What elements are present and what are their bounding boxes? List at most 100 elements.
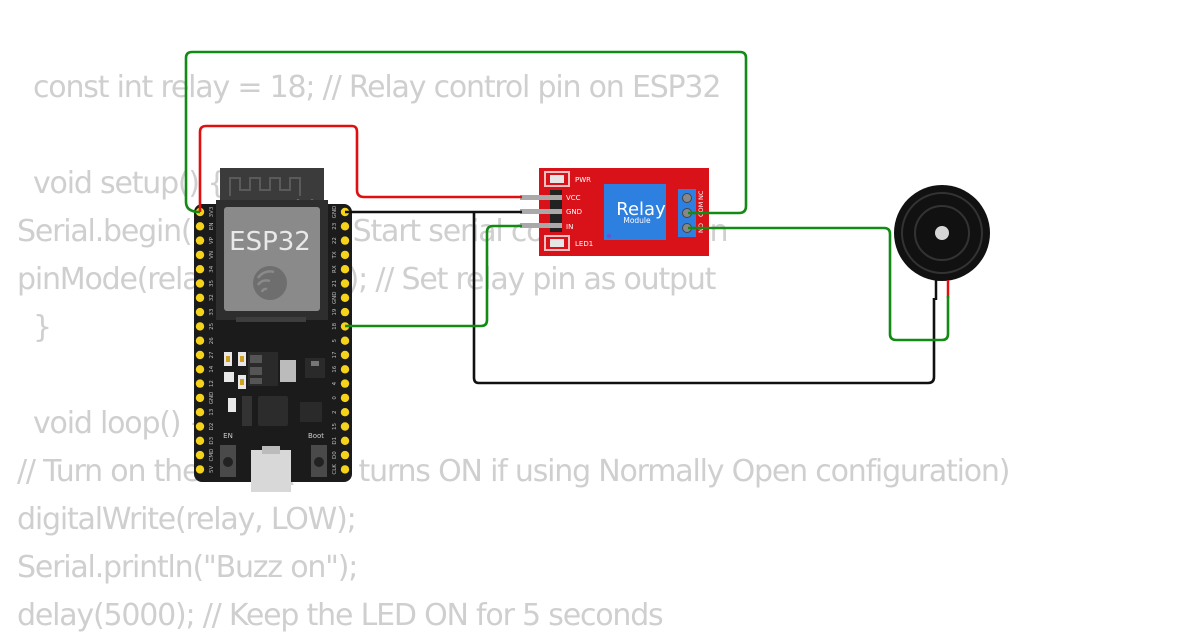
nc-label: NC xyxy=(697,190,705,200)
pin-26[interactable] xyxy=(195,336,205,345)
pin-4[interactable] xyxy=(340,379,350,388)
en-label: EN xyxy=(223,432,233,440)
pin-label: VN xyxy=(209,251,215,259)
esp32-label: ESP32 xyxy=(229,227,311,257)
en-button-cap[interactable] xyxy=(223,457,233,467)
pin-label: GND xyxy=(332,291,338,304)
pin-label: 13 xyxy=(209,408,215,415)
code-line: } xyxy=(33,310,52,345)
pin-d0[interactable] xyxy=(340,450,350,460)
code-line: Serial.println("Buzz on"); xyxy=(17,550,358,585)
pin-vn[interactable] xyxy=(195,250,205,260)
esp32-shield xyxy=(224,207,320,311)
com-label: COM xyxy=(697,202,705,217)
pin-label: 32 xyxy=(209,294,215,301)
pin-label: 22 xyxy=(332,237,338,244)
pin-en[interactable] xyxy=(195,222,205,231)
in-pin[interactable] xyxy=(520,223,562,228)
pin-label: 4 xyxy=(332,381,338,385)
pin-label: TX xyxy=(332,251,338,259)
boot-button-cap[interactable] xyxy=(314,457,324,467)
pin-35[interactable] xyxy=(195,279,205,288)
pin-14[interactable] xyxy=(195,365,205,374)
pin-5[interactable] xyxy=(340,336,350,345)
pin-33[interactable] xyxy=(195,307,205,317)
pin-clk[interactable] xyxy=(340,465,350,474)
pin-d2[interactable] xyxy=(195,422,205,431)
relay-dot xyxy=(607,234,611,238)
pin-vp[interactable] xyxy=(195,236,205,245)
pin-label: 23 xyxy=(332,222,338,229)
pin-25[interactable] xyxy=(195,322,205,331)
pin-d1[interactable] xyxy=(340,436,350,445)
pin-23[interactable] xyxy=(340,222,350,231)
pin-label: 35 xyxy=(209,280,215,287)
pin-label: 34 xyxy=(209,265,215,272)
pin-5v[interactable] xyxy=(195,465,205,474)
code-line: digitalWrite(relay, LOW); xyxy=(17,502,357,537)
pin-label: 5 xyxy=(332,338,338,342)
esp32-board[interactable]: ESP32 EN Boot xyxy=(194,168,352,492)
vcc-label: VCC xyxy=(566,194,581,202)
wire-vcc[interactable] xyxy=(198,124,522,212)
pin-label: 25 xyxy=(209,322,215,329)
code-line: const int relay = 18; // Relay control p… xyxy=(33,70,721,105)
pin-2[interactable] xyxy=(340,408,350,417)
pin-32[interactable] xyxy=(195,293,205,302)
pin-16[interactable] xyxy=(340,365,350,374)
pin-label: 21 xyxy=(332,280,338,287)
pin-12[interactable] xyxy=(195,379,205,388)
pin-gnd[interactable] xyxy=(195,393,205,403)
pin-15[interactable] xyxy=(340,422,350,431)
wire-3v3-to-com[interactable] xyxy=(184,50,748,215)
pin-label: VP xyxy=(209,236,215,244)
gnd-label: GND xyxy=(566,208,582,216)
pin-label: 14 xyxy=(209,365,215,372)
relay-block xyxy=(604,184,666,240)
pin-cmd[interactable] xyxy=(195,450,205,460)
gnd-pin[interactable] xyxy=(520,209,562,214)
led1 xyxy=(550,239,564,247)
wire-gnd-to-buzzer[interactable] xyxy=(472,212,936,385)
pin-label: 17 xyxy=(332,351,338,358)
led1-label: LED1 xyxy=(575,240,593,248)
pwr-led-outline xyxy=(544,171,570,187)
usb-port xyxy=(251,450,291,492)
pin-label: D1 xyxy=(332,437,338,445)
pin-label: 18 xyxy=(332,322,338,329)
pin-label: CMD xyxy=(209,449,215,462)
antenna-trace-icon xyxy=(229,177,301,196)
pin-0[interactable] xyxy=(340,393,350,403)
terminal-nc[interactable] xyxy=(682,193,692,203)
module-castellations xyxy=(236,317,306,322)
pin-label: D2 xyxy=(209,423,215,431)
pin-21[interactable] xyxy=(340,279,350,288)
pin-27[interactable] xyxy=(195,350,205,360)
wire-gpio18-to-in[interactable] xyxy=(345,224,522,328)
pwr-led xyxy=(550,175,564,183)
pin-rx[interactable] xyxy=(340,265,350,274)
usb-connector-pins xyxy=(262,446,280,454)
relay-module[interactable]: PWR LED1 VCC GND IN Relay Module NC COM … xyxy=(520,168,709,256)
pin-34[interactable] xyxy=(195,265,205,274)
esp32-components xyxy=(224,352,325,426)
pin-d3[interactable] xyxy=(195,436,205,445)
pin-17[interactable] xyxy=(340,350,350,360)
relay-subtitle: Module xyxy=(623,216,651,225)
pin-label: D0 xyxy=(332,451,338,459)
pin-13[interactable] xyxy=(195,408,205,417)
espressif-logo-icon xyxy=(253,266,287,300)
pin-label: 3V3 xyxy=(209,206,215,217)
wire-no-to-buzzer[interactable] xyxy=(688,226,950,342)
vcc-pin[interactable] xyxy=(520,195,562,200)
buzzer-ring xyxy=(914,205,970,261)
pin-gnd[interactable] xyxy=(340,293,350,302)
buzzer[interactable] xyxy=(894,185,990,300)
pin-tx[interactable] xyxy=(340,250,350,260)
pin-19[interactable] xyxy=(340,307,350,317)
pin-22[interactable] xyxy=(340,236,350,245)
buzzer-ring xyxy=(901,192,983,274)
pin-label: CLK xyxy=(332,464,338,475)
